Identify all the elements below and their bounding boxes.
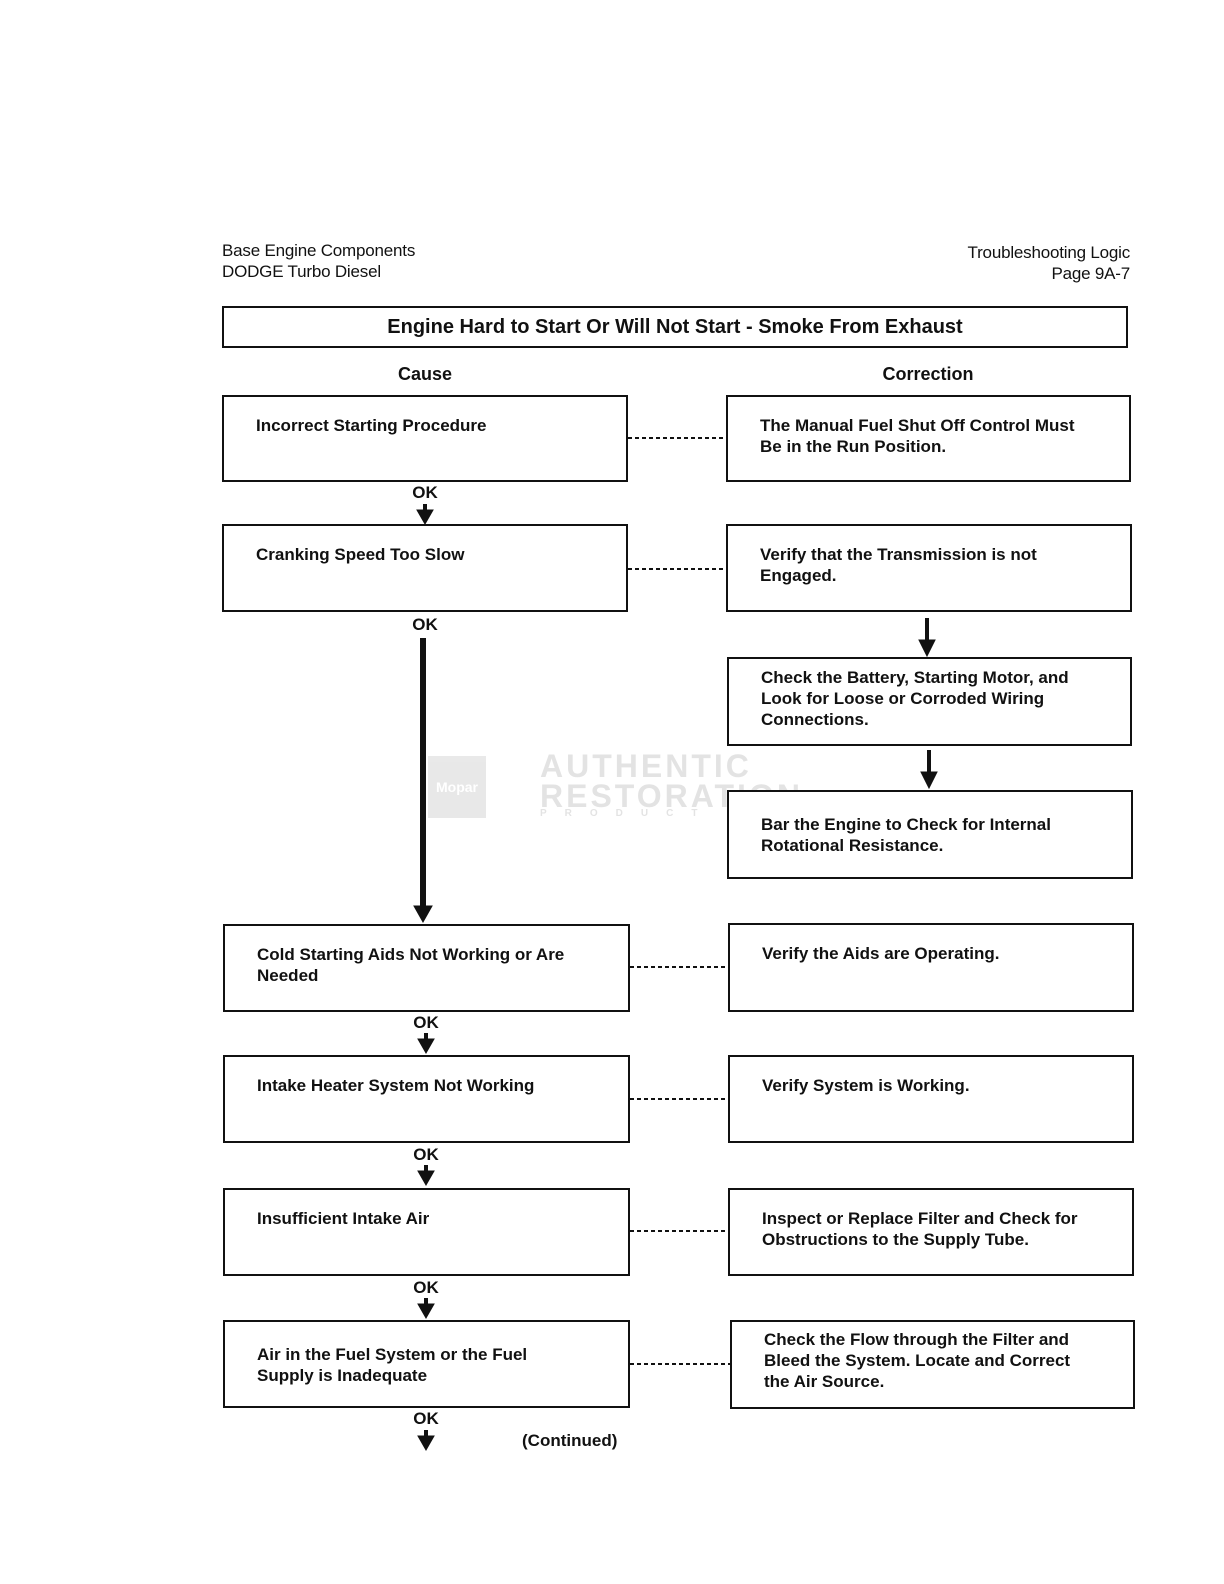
cause-box-cranking-speed: Cranking Speed Too Slow bbox=[222, 524, 628, 612]
box-text: Supply is Inadequate bbox=[257, 1366, 428, 1385]
watermark-line3: PRODUCT bbox=[540, 808, 716, 819]
watermark-line1: AUTHENTIC bbox=[540, 748, 752, 784]
box-text: Needed bbox=[257, 966, 319, 985]
cause-column-heading: Cause bbox=[397, 364, 453, 384]
mopar-logo: Mopar bbox=[428, 756, 486, 818]
ok-label: OK bbox=[413, 1409, 439, 1428]
down-arrow-6 bbox=[417, 1430, 435, 1452]
correction-box-inspect-filter: Inspect or Replace Filter and Check for … bbox=[728, 1188, 1134, 1276]
correction-box-fuel-shut-off: The Manual Fuel Shut Off Control Must Be… bbox=[726, 395, 1131, 482]
box-text: Cranking Speed Too Slow bbox=[256, 545, 465, 564]
box-text: Bleed the System. Locate and Correct bbox=[764, 1351, 1071, 1370]
down-arrow-5 bbox=[417, 1298, 435, 1320]
correction-column-heading: Correction bbox=[882, 364, 974, 384]
correction-box-verify-aids: Verify the Aids are Operating. bbox=[728, 923, 1134, 1012]
cause-box-incorrect-starting: Incorrect Starting Procedure bbox=[222, 395, 628, 482]
cause-box-intake-heater: Intake Heater System Not Working bbox=[223, 1055, 630, 1143]
ok-label: OK bbox=[412, 615, 438, 634]
box-text: Inspect or Replace Filter and Check for bbox=[762, 1209, 1078, 1228]
ok-label: OK bbox=[413, 1278, 439, 1297]
box-text: Verify System is Working. bbox=[762, 1076, 970, 1095]
correction-box-verify-system: Verify System is Working. bbox=[728, 1055, 1134, 1143]
box-text: Obstructions to the Supply Tube. bbox=[762, 1230, 1029, 1249]
cause-box-intake-air: Insufficient Intake Air bbox=[223, 1188, 630, 1276]
correction-arrow-1 bbox=[918, 618, 936, 658]
box-text: Look for Loose or Corroded Wiring bbox=[761, 689, 1045, 708]
chapter-name: Troubleshooting Logic bbox=[967, 243, 1131, 262]
cause-box-air-in-fuel: Air in the Fuel System or the Fuel Suppl… bbox=[223, 1320, 630, 1408]
document-header-left: Base Engine Components DODGE Turbo Diese… bbox=[222, 240, 415, 282]
box-text: Air in the Fuel System or the Fuel bbox=[257, 1345, 528, 1364]
cause-box-cold-starting-aids: Cold Starting Aids Not Working or Are Ne… bbox=[223, 924, 630, 1012]
correction-box-bar-engine: Bar the Engine to Check for Internal Rot… bbox=[727, 790, 1133, 879]
correction-box-transmission: Verify that the Transmission is not Enga… bbox=[726, 524, 1132, 612]
box-text: Insufficient Intake Air bbox=[257, 1209, 430, 1228]
page-number: Page 9A-7 bbox=[1051, 264, 1130, 283]
section-name: Base Engine Components bbox=[222, 241, 416, 260]
down-arrow-1 bbox=[416, 504, 434, 526]
vehicle-name: DODGE Turbo Diesel bbox=[222, 262, 381, 281]
box-text: Verify that the Transmission is not bbox=[760, 545, 1037, 564]
down-arrow-4 bbox=[417, 1165, 435, 1187]
box-text: Verify the Aids are Operating. bbox=[762, 944, 1000, 963]
box-text: Check the Battery, Starting Motor, and bbox=[761, 668, 1069, 687]
ok-label: OK bbox=[413, 1013, 439, 1032]
flowchart-title: Engine Hard to Start Or Will Not Start -… bbox=[222, 306, 1128, 348]
box-text: Rotational Resistance. bbox=[761, 836, 944, 855]
box-text: Cold Starting Aids Not Working or Are bbox=[257, 945, 565, 964]
correction-box-check-flow: Check the Flow through the Filter and Bl… bbox=[730, 1320, 1135, 1409]
correction-box-battery: Check the Battery, Starting Motor, and L… bbox=[727, 657, 1132, 746]
ok-label: OK bbox=[413, 1145, 439, 1164]
document-header-right: Troubleshooting Logic Page 9A-7 bbox=[967, 242, 1131, 284]
down-arrow-3 bbox=[417, 1033, 435, 1055]
box-text: Intake Heater System Not Working bbox=[257, 1076, 535, 1095]
ok-label: OK bbox=[412, 483, 438, 502]
box-text: Engaged. bbox=[760, 566, 837, 585]
continued-label: (Continued) bbox=[522, 1431, 618, 1450]
correction-arrow-2 bbox=[920, 750, 938, 790]
box-text: Bar the Engine to Check for Internal bbox=[761, 815, 1051, 834]
box-text: Connections. bbox=[761, 710, 869, 729]
box-text: The Manual Fuel Shut Off Control Must bbox=[760, 416, 1075, 435]
box-text: Be in the Run Position. bbox=[760, 437, 947, 456]
box-text: Incorrect Starting Procedure bbox=[256, 416, 487, 435]
box-text: Check the Flow through the Filter and bbox=[764, 1330, 1070, 1349]
box-text: the Air Source. bbox=[764, 1372, 885, 1391]
